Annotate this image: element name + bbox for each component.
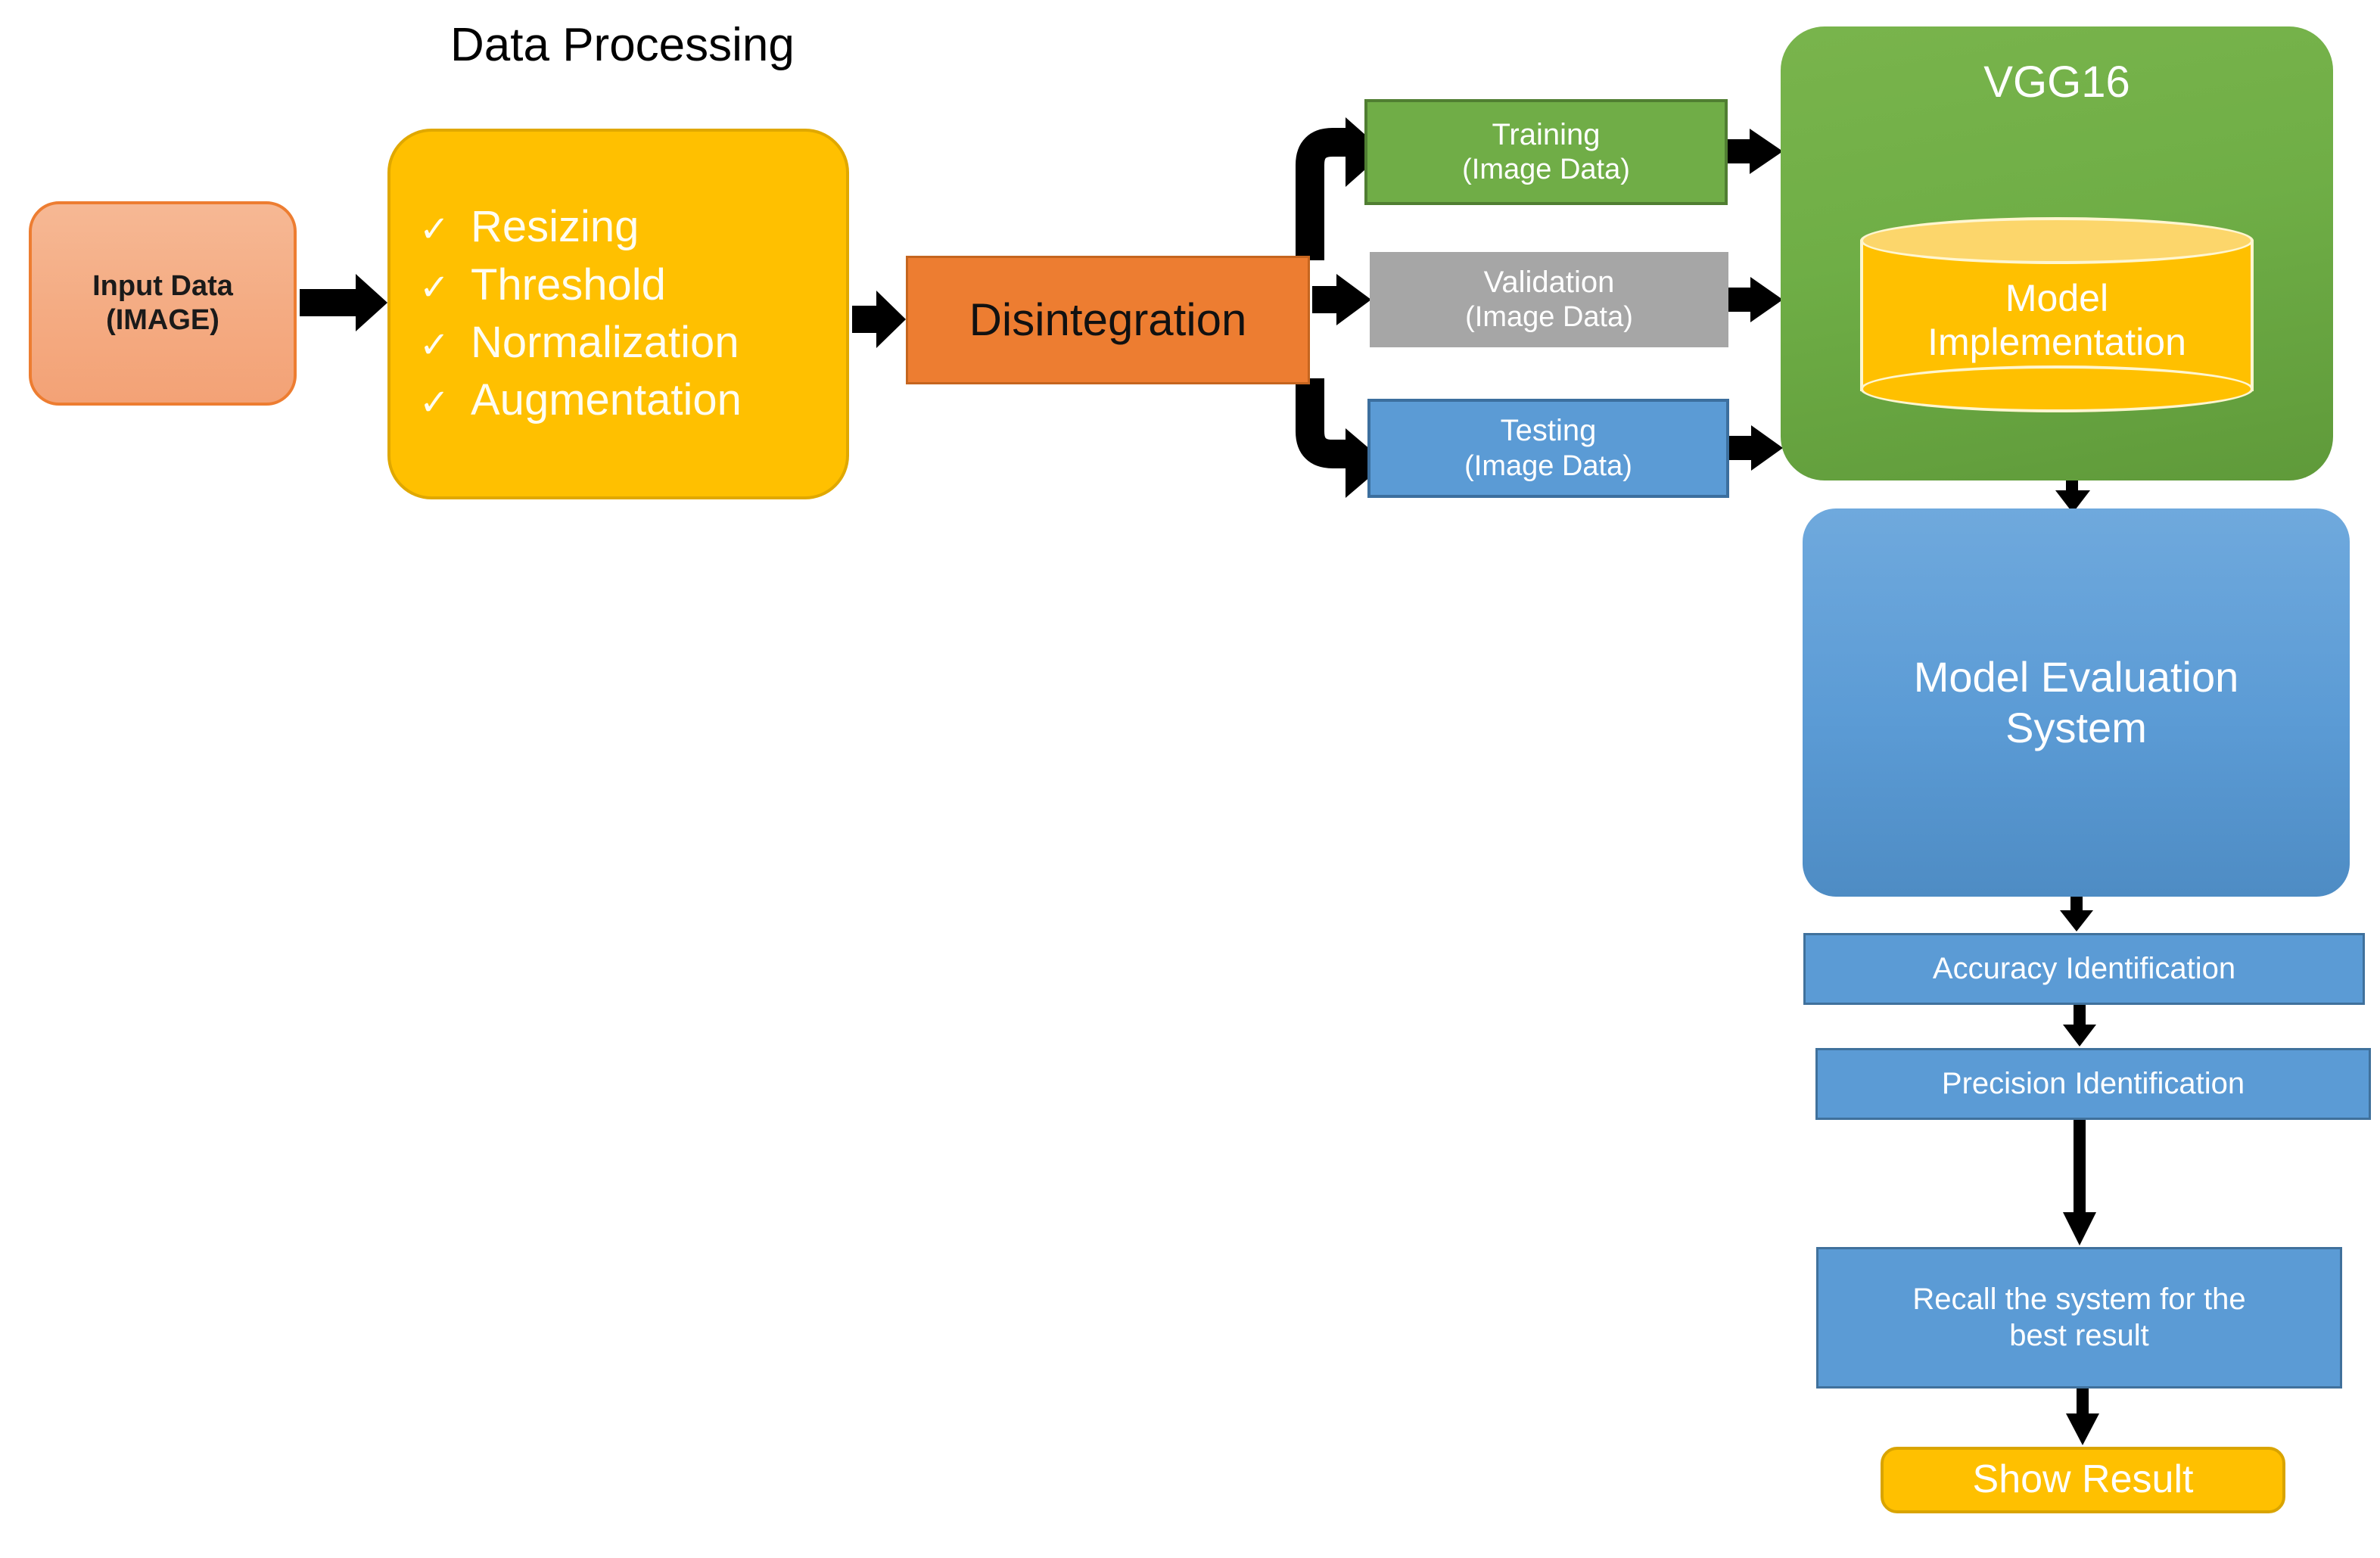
diagram-title: Data Processing <box>450 19 795 72</box>
model-evaluation-line2: System <box>2005 703 2147 751</box>
node-validation[interactable]: Validation (Image Data) <box>1370 252 1728 347</box>
model-implementation-line1: Model <box>2005 277 2109 319</box>
check-icon: ✓ <box>418 325 450 365</box>
model-evaluation-line1: Model Evaluation <box>1913 653 2239 701</box>
recall-line1: Recall the system for the <box>1912 1283 2246 1317</box>
node-vgg16[interactable]: VGG16 Model Implementation <box>1781 26 2333 480</box>
node-input-data[interactable]: Input Data (IMAGE) <box>29 201 297 406</box>
validation-line2: (Image Data) <box>1465 301 1633 334</box>
input-data-line1: Input Data <box>92 270 233 303</box>
arrow-accuracy-to-precision <box>2063 1005 2096 1046</box>
testing-line2: (Image Data) <box>1464 449 1632 482</box>
node-accuracy-identification[interactable]: Accuracy Identification <box>1803 933 2365 1005</box>
cylinder-bottom-ellipse <box>1860 365 2254 412</box>
arrow-disintegration-to-validation <box>1312 274 1371 325</box>
arrow-recall-to-show-result <box>2066 1389 2099 1445</box>
training-line2: (Image Data) <box>1462 154 1630 186</box>
arrow-precision-to-recall <box>2063 1120 2096 1245</box>
list-item: ✓ Augmentation <box>418 375 742 426</box>
node-training[interactable]: Training (Image Data) <box>1364 99 1728 205</box>
cylinder-top-ellipse <box>1860 217 2254 264</box>
node-disintegration[interactable]: Disintegration <box>906 256 1310 384</box>
node-data-processing[interactable]: ✓ Resizing ✓ Threshold ✓ Normalization ✓… <box>387 129 849 499</box>
check-icon: ✓ <box>418 210 450 250</box>
list-item: ✓ Resizing <box>418 201 639 253</box>
list-item: ✓ Normalization <box>418 317 739 369</box>
list-item-label: Normalization <box>471 318 739 367</box>
recall-line2: best result <box>2009 1318 2149 1352</box>
arrow-vgg16-to-evaluation <box>2055 477 2090 513</box>
training-line1: Training <box>1492 117 1601 151</box>
list-item-label: Augmentation <box>471 375 742 425</box>
arrow-validation-to-vgg16 <box>1728 277 1783 322</box>
node-testing[interactable]: Testing (Image Data) <box>1367 399 1729 498</box>
testing-line1: Testing <box>1500 414 1597 448</box>
list-item-label: Resizing <box>471 202 639 252</box>
check-icon: ✓ <box>418 383 450 424</box>
check-icon: ✓ <box>418 267 450 308</box>
list-item-label: Threshold <box>471 260 666 309</box>
node-model-implementation[interactable]: Model Implementation <box>1860 217 2254 412</box>
node-precision-identification[interactable]: Precision Identification <box>1815 1048 2371 1120</box>
arrow-testing-to-vgg16 <box>1729 425 1783 471</box>
model-implementation-line2: Implementation <box>1927 321 2186 363</box>
vgg16-label: VGG16 <box>1983 58 2130 107</box>
validation-line1: Validation <box>1483 265 1615 299</box>
input-data-line2: (IMAGE) <box>106 304 219 336</box>
arrow-processing-to-disintegration <box>852 291 906 348</box>
data-processing-list: ✓ Resizing ✓ Threshold ✓ Normalization ✓… <box>410 201 826 427</box>
arrow-evaluation-to-accuracy <box>2060 897 2093 931</box>
node-show-result[interactable]: Show Result <box>1881 1447 2285 1513</box>
arrow-input-to-processing <box>300 274 387 331</box>
model-implementation-label: Model Implementation <box>1860 276 2254 364</box>
list-item: ✓ Threshold <box>418 260 666 311</box>
node-recall-system[interactable]: Recall the system for the best result <box>1816 1247 2342 1389</box>
arrow-training-to-vgg16 <box>1728 129 1783 174</box>
node-model-evaluation[interactable]: Model Evaluation System <box>1803 508 2350 897</box>
